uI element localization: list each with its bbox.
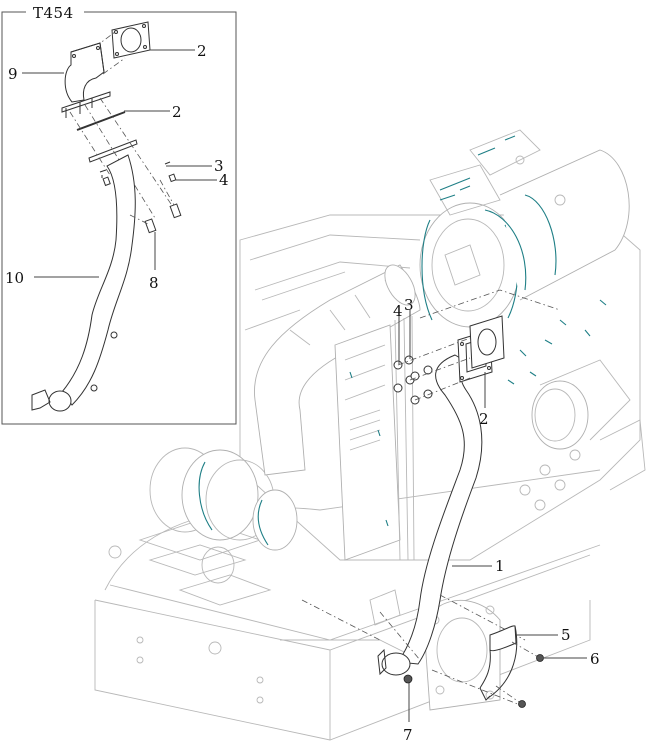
callout-inset-2b: 2 <box>172 103 182 121</box>
heat-shield-part-5[interactable] <box>479 625 544 708</box>
inset-panel: T454 <box>1 2 237 425</box>
nut-part-7[interactable] <box>403 674 413 684</box>
main-callouts: 4 3 2 1 5 6 7 <box>393 296 600 744</box>
callout-main-5: 5 <box>561 626 571 644</box>
inset-callouts: 2 9 2 3 4 10 8 <box>5 42 229 292</box>
callout-main-2: 2 <box>479 410 489 428</box>
callout-main-1: 1 <box>495 557 505 575</box>
callout-inset-3: 3 <box>214 157 224 175</box>
callout-main-3: 3 <box>404 296 414 314</box>
nut-part-6 <box>536 654 544 662</box>
gasket-part-2 <box>469 315 505 369</box>
grille-pattern <box>349 409 381 451</box>
inset-title: T454 <box>33 4 74 22</box>
engine-assembly-drawing <box>94 129 646 741</box>
callout-inset-9: 9 <box>8 65 18 83</box>
callout-main-4: 4 <box>393 302 403 320</box>
callout-inset-4: 4 <box>219 171 229 189</box>
callout-inset-8: 8 <box>149 274 159 292</box>
exhaust-pipe-part-1[interactable] <box>377 315 505 676</box>
callout-inset-2a: 2 <box>197 42 207 60</box>
callout-main-6: 6 <box>590 650 600 668</box>
callout-main-7: 7 <box>403 726 413 744</box>
fasteners-main <box>301 289 561 706</box>
callout-inset-10: 10 <box>5 269 24 287</box>
